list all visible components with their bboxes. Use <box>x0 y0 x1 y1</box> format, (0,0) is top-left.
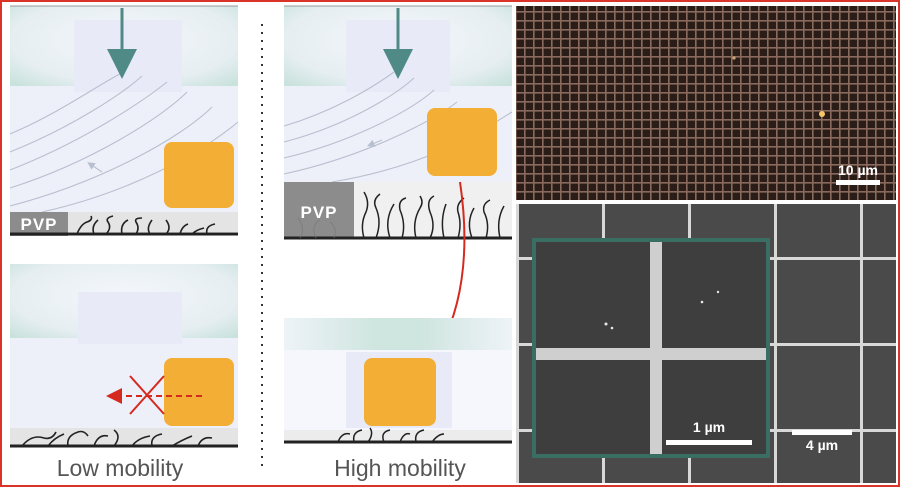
pvp-label: PVP <box>300 203 337 222</box>
scale-bar-sem <box>792 430 852 435</box>
optical-micrograph: 10 µm <box>516 6 896 200</box>
caption-low-mobility: Low mobility <box>57 455 184 481</box>
particle-in-trap <box>364 358 436 426</box>
pvp-block <box>284 182 354 238</box>
nanoparticle-line-horizontal <box>536 348 766 360</box>
flow-streamlines <box>9 71 239 213</box>
sem-inset: 1 µm <box>532 238 770 458</box>
pvp-block <box>10 212 68 236</box>
scale-label-sem: 4 µm <box>806 437 838 453</box>
panel-low-bottom: Low mobility <box>10 264 238 481</box>
particle <box>164 142 234 208</box>
panel-low-top: PVP <box>9 5 239 236</box>
sem-micrograph: 4 µm 1 µm <box>516 204 896 483</box>
scale-bar-inset <box>666 440 752 445</box>
caption-high-mobility: High mobility <box>334 455 466 481</box>
polymer-brushes <box>21 429 213 447</box>
polymer-brushes <box>76 215 216 235</box>
panel-high-top: PVP <box>283 5 513 240</box>
mold-protrusion <box>74 20 182 92</box>
cross-mark <box>129 375 165 415</box>
scale-bar-optical <box>836 180 880 185</box>
polymer-brushes-extended <box>361 191 505 239</box>
scale-label-optical: 10 µm <box>838 162 878 178</box>
pvp-label: PVP <box>20 215 57 234</box>
particle <box>164 358 234 426</box>
panel-high-bottom: High mobility <box>284 318 512 481</box>
scale-label-inset: 1 µm <box>693 419 725 435</box>
bright-particle <box>819 111 825 117</box>
particle <box>427 108 497 176</box>
polymer-brushes <box>337 427 445 443</box>
